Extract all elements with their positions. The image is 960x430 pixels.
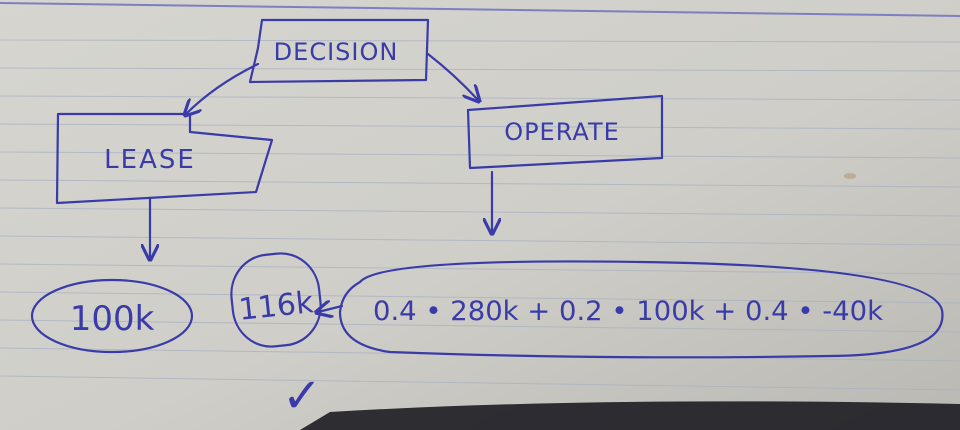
decision-label: DECISION — [274, 38, 399, 66]
operate-label: OPERATE — [504, 118, 620, 146]
lease-label: LEASE — [104, 145, 196, 175]
operate-expression: 0.4 • 280k + 0.2 • 100k + 0.4 • -40k — [373, 296, 883, 327]
paper-stain — [844, 173, 856, 179]
arrow-to-lease — [186, 62, 260, 114]
lease-value: 100k — [70, 299, 155, 339]
ink-diagram — [30, 18, 944, 359]
page-shadow — [300, 401, 960, 430]
decision-box — [248, 18, 430, 84]
operate-result-oval — [230, 252, 322, 348]
arrow-to-operate — [426, 52, 478, 100]
lease-value-oval — [30, 278, 194, 354]
top-margin-line — [0, 2, 960, 17]
expression-oval — [338, 260, 944, 359]
operate-box — [466, 94, 664, 170]
arrow-expression-to-result — [318, 306, 344, 312]
check-mark: ✓ — [282, 368, 322, 424]
operate-value: 116k — [237, 285, 316, 328]
